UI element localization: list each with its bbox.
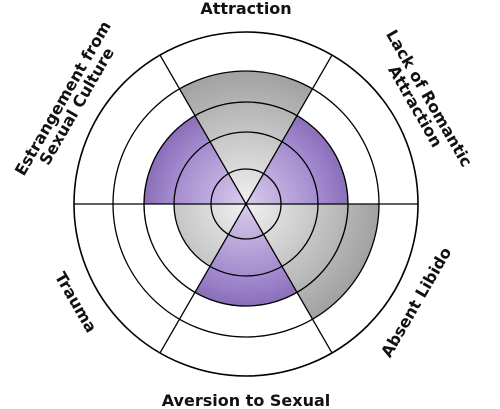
sector-label-line: Estrangement from <box>11 18 115 179</box>
sector-label-lack-of-sexual-attraction: Lack of SexualAttraction <box>181 0 312 18</box>
sector-label-text: Estrangement fromSexual Culture <box>11 18 129 187</box>
sector-fill-lack-of-sexual-attraction <box>179 71 313 204</box>
sector-label-line: Aversion to Sexual <box>162 391 331 409</box>
sector-label-text: Trauma <box>51 269 101 336</box>
sector-dividers <box>74 54 418 354</box>
sector-fill-estrangement-from-sexual-culture <box>144 115 246 204</box>
sector-label-line: Absent Libido <box>377 244 455 361</box>
sector-label-estrangement-from-sexual-culture: Estrangement fromSexual Culture <box>11 18 129 187</box>
sector-label-text: Lack of SexualAttraction <box>181 0 312 18</box>
sector-label-line: Attraction <box>200 0 291 18</box>
sector-label-absent-libido: Absent Libido <box>377 244 455 361</box>
sector-label-line: Trauma <box>51 269 101 336</box>
sector-fill-aversion-to-sexual-behavior <box>195 204 297 306</box>
sector-label-text: Aversion to SexualBehavior <box>162 391 331 409</box>
sector-label-text: Absent Libido <box>377 244 455 361</box>
sector-label-line: Behavior <box>206 407 286 409</box>
sector-fill-absent-libido <box>246 204 379 320</box>
sector-fills <box>144 71 379 320</box>
sector-label-aversion-to-sexual-behavior: Aversion to SexualBehavior <box>162 391 331 409</box>
sector-fill-lack-of-romantic-attraction <box>246 115 348 204</box>
sector-label-line: Lack of Sexual <box>181 0 312 2</box>
sector-label-trauma: Trauma <box>51 269 101 336</box>
